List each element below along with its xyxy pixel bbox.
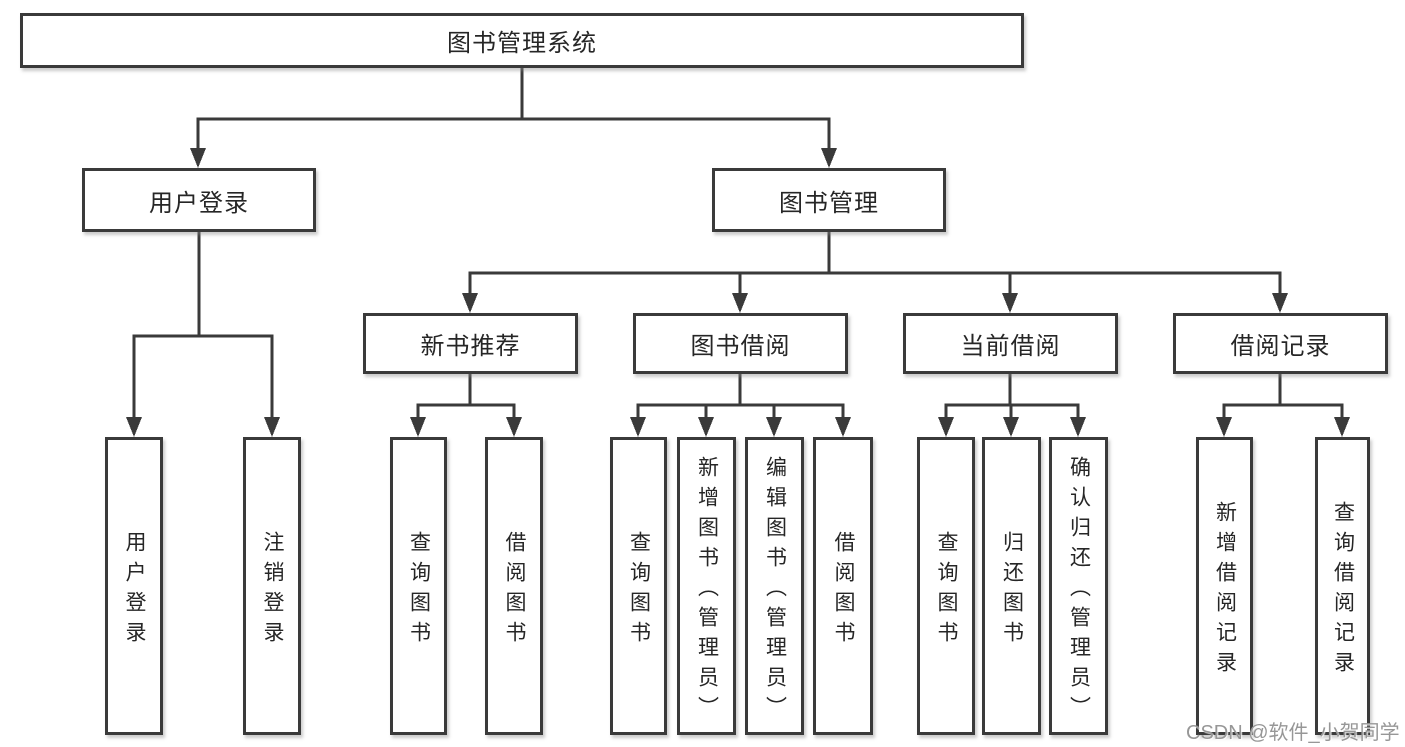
leaf-newrec-query-books-label: 查询图书 (407, 530, 431, 651)
leaf-borrow-edit-books-admin-label: 编辑图书（管理员） (763, 455, 787, 726)
node-book-borrow-label: 图书借阅 (690, 333, 791, 360)
node-borrow-records-label: 借阅记录 (1230, 333, 1331, 360)
leaf-current-query-books: 查询图书 (917, 437, 975, 735)
leaf-borrow-query-books-label: 查询图书 (627, 530, 651, 651)
node-root-system: 图书管理系统 (20, 13, 1024, 68)
leaf-borrow-add-books-admin: 新增图书（管理员） (677, 437, 736, 735)
node-new-book-recommend: 新书推荐 (363, 313, 578, 374)
leaf-current-query-books-label: 查询图书 (935, 530, 958, 651)
leaf-current-confirm-return-admin-label: 确认归还（管理员） (1067, 455, 1091, 726)
node-book-borrow: 图书借阅 (633, 313, 848, 374)
leaf-borrow-add-books-admin-label: 新增图书（管理员） (695, 455, 719, 726)
leaf-logout-label: 注销登录 (261, 530, 284, 651)
node-current-borrow: 当前借阅 (903, 313, 1118, 374)
leaf-logout: 注销登录 (243, 437, 301, 735)
node-user-login: 用户登录 (82, 168, 316, 232)
leaf-current-confirm-return-admin: 确认归还（管理员） (1049, 437, 1108, 735)
leaf-newrec-borrow-books-label: 借阅图书 (503, 530, 526, 651)
leaf-current-return-books: 归还图书 (982, 437, 1041, 735)
leaf-newrec-borrow-books: 借阅图书 (485, 437, 543, 735)
leaf-borrow-borrow-books: 借阅图书 (813, 437, 873, 735)
leaf-records-add-record-label: 新增借阅记录 (1213, 500, 1237, 681)
leaf-records-query-record-label: 查询借阅记录 (1331, 500, 1355, 681)
leaf-borrow-edit-books-admin: 编辑图书（管理员） (745, 437, 804, 735)
node-book-management: 图书管理 (712, 168, 946, 232)
node-current-borrow-label: 当前借阅 (960, 333, 1061, 360)
node-root-system-label: 图书管理系统 (447, 30, 597, 57)
node-book-management-label: 图书管理 (779, 189, 879, 217)
leaf-user-login: 用户登录 (105, 437, 163, 735)
leaf-records-query-record: 查询借阅记录 (1315, 437, 1370, 735)
leaf-user-login-label: 用户登录 (123, 530, 146, 651)
leaf-current-return-books-label: 归还图书 (1000, 530, 1024, 651)
node-user-login-label: 用户登录 (149, 189, 249, 217)
leaf-borrow-query-books: 查询图书 (610, 437, 667, 735)
node-borrow-records: 借阅记录 (1173, 313, 1388, 374)
leaf-newrec-query-books: 查询图书 (390, 437, 447, 735)
leaf-records-add-record: 新增借阅记录 (1196, 437, 1253, 735)
watermark-text: CSDN @软件_小贺同学 (1186, 722, 1400, 744)
leaf-borrow-borrow-books-label: 借阅图书 (832, 530, 855, 651)
node-new-book-recommend-label: 新书推荐 (420, 333, 521, 360)
